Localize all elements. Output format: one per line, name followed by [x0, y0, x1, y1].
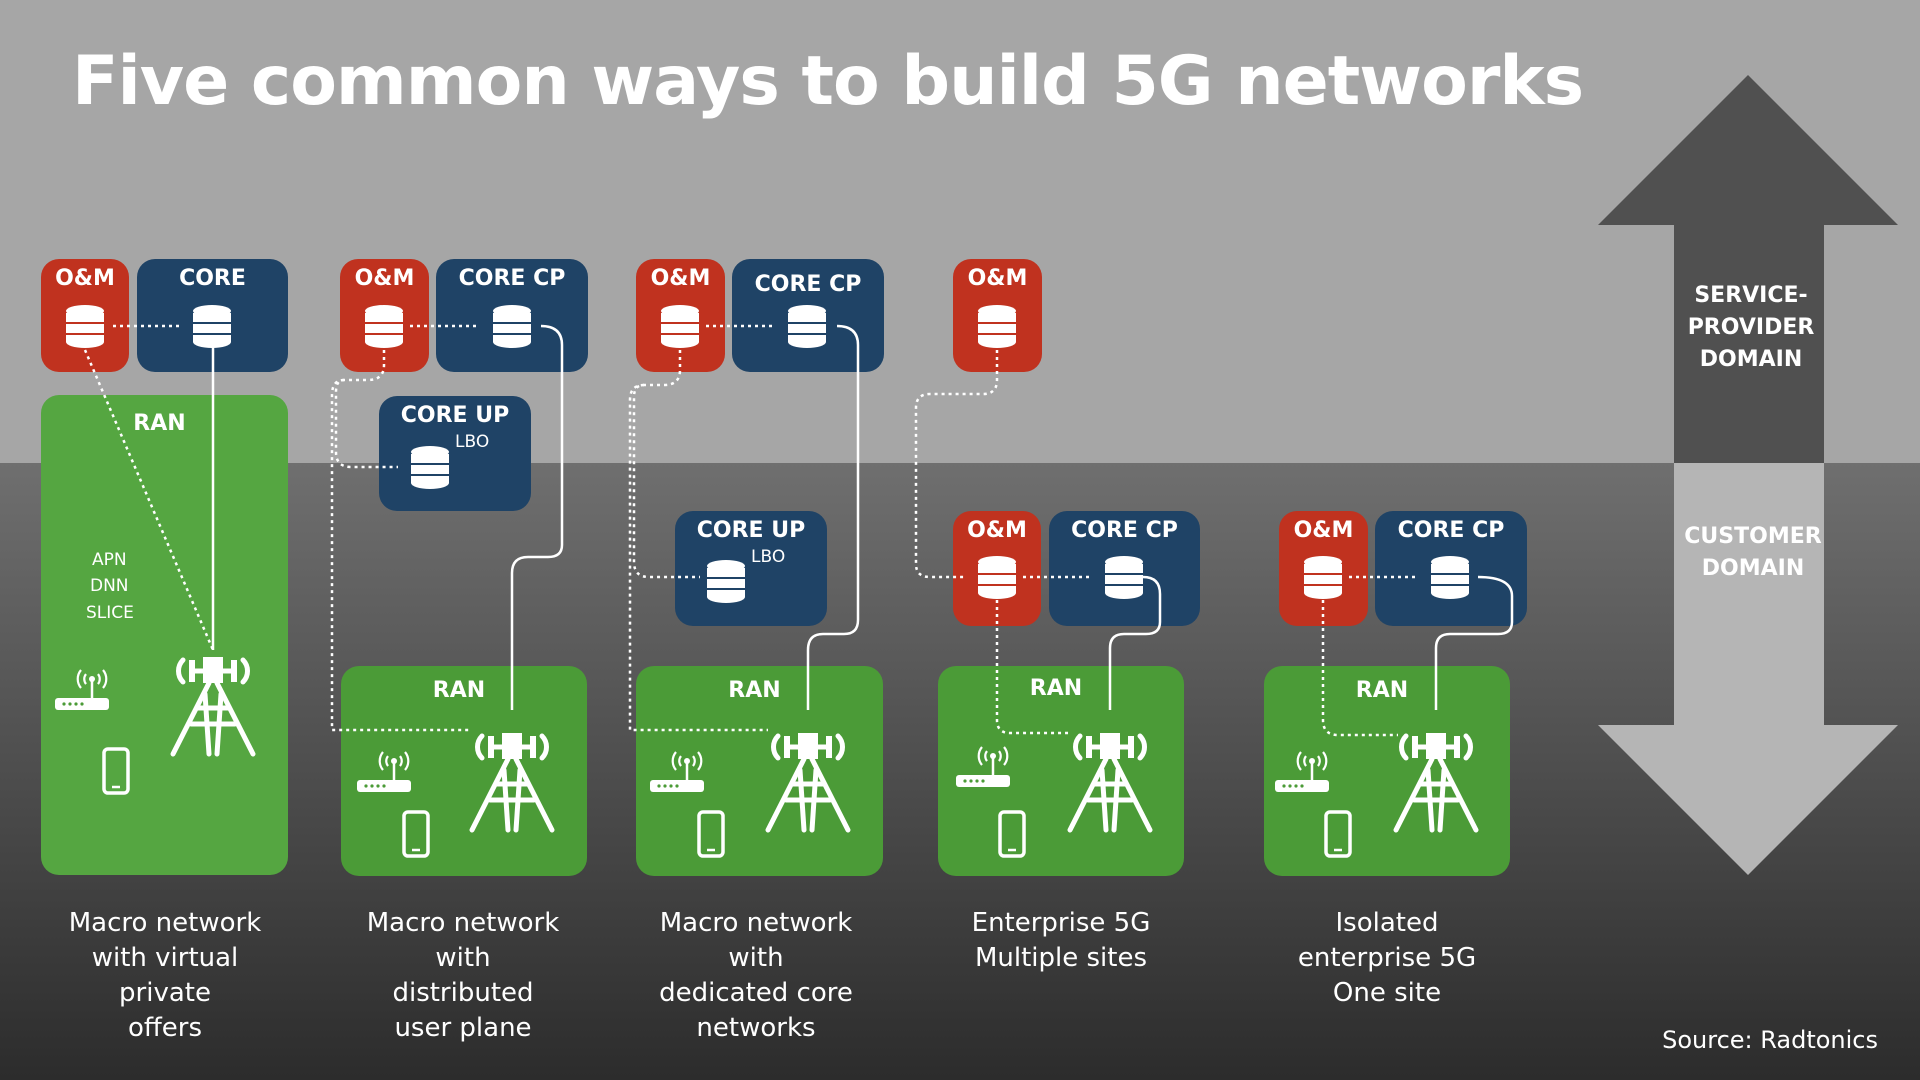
- database-icon: [661, 305, 699, 348]
- dnn-label: DNN: [90, 576, 129, 596]
- source-credit: Source: Radtonics: [1662, 1026, 1878, 1054]
- om-label: O&M: [967, 518, 1027, 543]
- apn-label: APN: [92, 550, 127, 570]
- database-icon: [707, 560, 745, 603]
- om-label: O&M: [967, 266, 1028, 291]
- ran-label: RAN: [728, 678, 781, 703]
- ran-box-col4: RAN: [938, 666, 1184, 876]
- smartphone-icon: [998, 810, 1026, 858]
- core-up-box-col2: CORE UP LBO: [379, 396, 531, 511]
- cell-tower-icon: [1070, 733, 1150, 830]
- service-provider-domain-label: SERVICE- PROVIDER DOMAIN: [1687, 283, 1815, 372]
- core-up-label: CORE UP: [400, 403, 510, 428]
- ran-label: RAN: [1029, 676, 1083, 701]
- router-icon: [1273, 750, 1331, 794]
- cell-tower-icon: [1396, 733, 1476, 830]
- link-corecp-ran-col3: [806, 324, 860, 710]
- database-icon: [788, 305, 826, 348]
- core-label: CORE: [179, 266, 246, 291]
- database-icon: [978, 305, 1016, 348]
- caption-macro-dedicated-core: Macro network with dedicated core networ…: [659, 908, 853, 1043]
- core-up-label: CORE UP: [696, 518, 806, 543]
- caption-macro-virtual-private: Macro network with virtual private offer…: [68, 908, 262, 1043]
- database-icon: [493, 305, 531, 348]
- core-cp-label: CORE CP: [1071, 518, 1178, 543]
- router-icon: [648, 750, 706, 794]
- core-up-box-col3: CORE UP LBO: [675, 511, 827, 626]
- caption-isolated-enterprise: Isolated enterprise 5G One site: [1297, 908, 1477, 1008]
- database-icon: [365, 305, 403, 348]
- om-box-col4-cust: O&M: [953, 511, 1041, 626]
- om-label: O&M: [1293, 518, 1354, 543]
- database-icon: [1431, 556, 1469, 599]
- ran-box-col1: RAN: [41, 395, 288, 875]
- ran-label: RAN: [1355, 678, 1409, 703]
- service-provider-band: [0, 0, 1920, 463]
- database-icon: [1105, 556, 1143, 599]
- ran-label: RAN: [432, 678, 486, 703]
- page-title: Five common ways to build 5G networks: [72, 42, 1584, 121]
- database-icon: [411, 446, 449, 489]
- smartphone-icon: [1324, 810, 1352, 858]
- database-icon: [66, 305, 104, 348]
- router-icon: [53, 668, 111, 712]
- link-corecp-ran-col4: [1108, 575, 1162, 710]
- lbo-label: LBO: [751, 547, 786, 567]
- link-om-ran-col1: [83, 349, 215, 651]
- ran-box-col3: RAN: [636, 666, 883, 876]
- slice-label: SLICE: [86, 603, 134, 623]
- ran-box-col2: RAN: [341, 666, 587, 876]
- router-icon: [954, 745, 1012, 789]
- link-om-ran-col5: [1321, 600, 1398, 737]
- om-label: O&M: [354, 266, 415, 291]
- link-om-coreup-col3: [632, 350, 700, 579]
- cell-tower-icon: [768, 733, 848, 830]
- core-cp-label: CORE CP: [754, 272, 862, 297]
- double-arrow-icon: [1598, 75, 1898, 875]
- router-icon: [355, 750, 413, 794]
- core-cp-label: CORE CP: [1397, 518, 1505, 543]
- link-om-om-col4: [914, 350, 999, 579]
- link-om-ran-col4: [995, 600, 1070, 735]
- link-om-ran-col3: [628, 383, 768, 732]
- core-cp-label: CORE CP: [458, 266, 566, 291]
- ran-box-col5: RAN: [1264, 666, 1510, 876]
- om-label: O&M: [55, 266, 115, 291]
- ran-label: RAN: [133, 411, 186, 436]
- database-icon: [193, 305, 231, 348]
- caption-enterprise-multiple-sites: Enterprise 5G Multiple sites: [971, 908, 1151, 973]
- link-corecp-ran-col2: [510, 324, 564, 710]
- link-corecp-ran-col5: [1434, 575, 1514, 710]
- caption-macro-distributed-up: Macro network with distributed user plan…: [366, 908, 560, 1043]
- smartphone-icon: [697, 810, 725, 858]
- lbo-label: LBO: [455, 432, 490, 452]
- om-label: O&M: [650, 266, 711, 291]
- cell-tower-icon: [472, 733, 552, 830]
- link-om-coreup-col2: [334, 350, 398, 469]
- smartphone-icon: [402, 810, 430, 858]
- link-om-ran-col2: [330, 378, 470, 732]
- cell-tower-icon: [173, 657, 253, 754]
- smartphone-icon: [102, 747, 130, 795]
- database-icon: [1304, 556, 1342, 599]
- customer-domain-label: CUSTOMER DOMAIN: [1684, 524, 1822, 581]
- database-icon: [978, 556, 1016, 599]
